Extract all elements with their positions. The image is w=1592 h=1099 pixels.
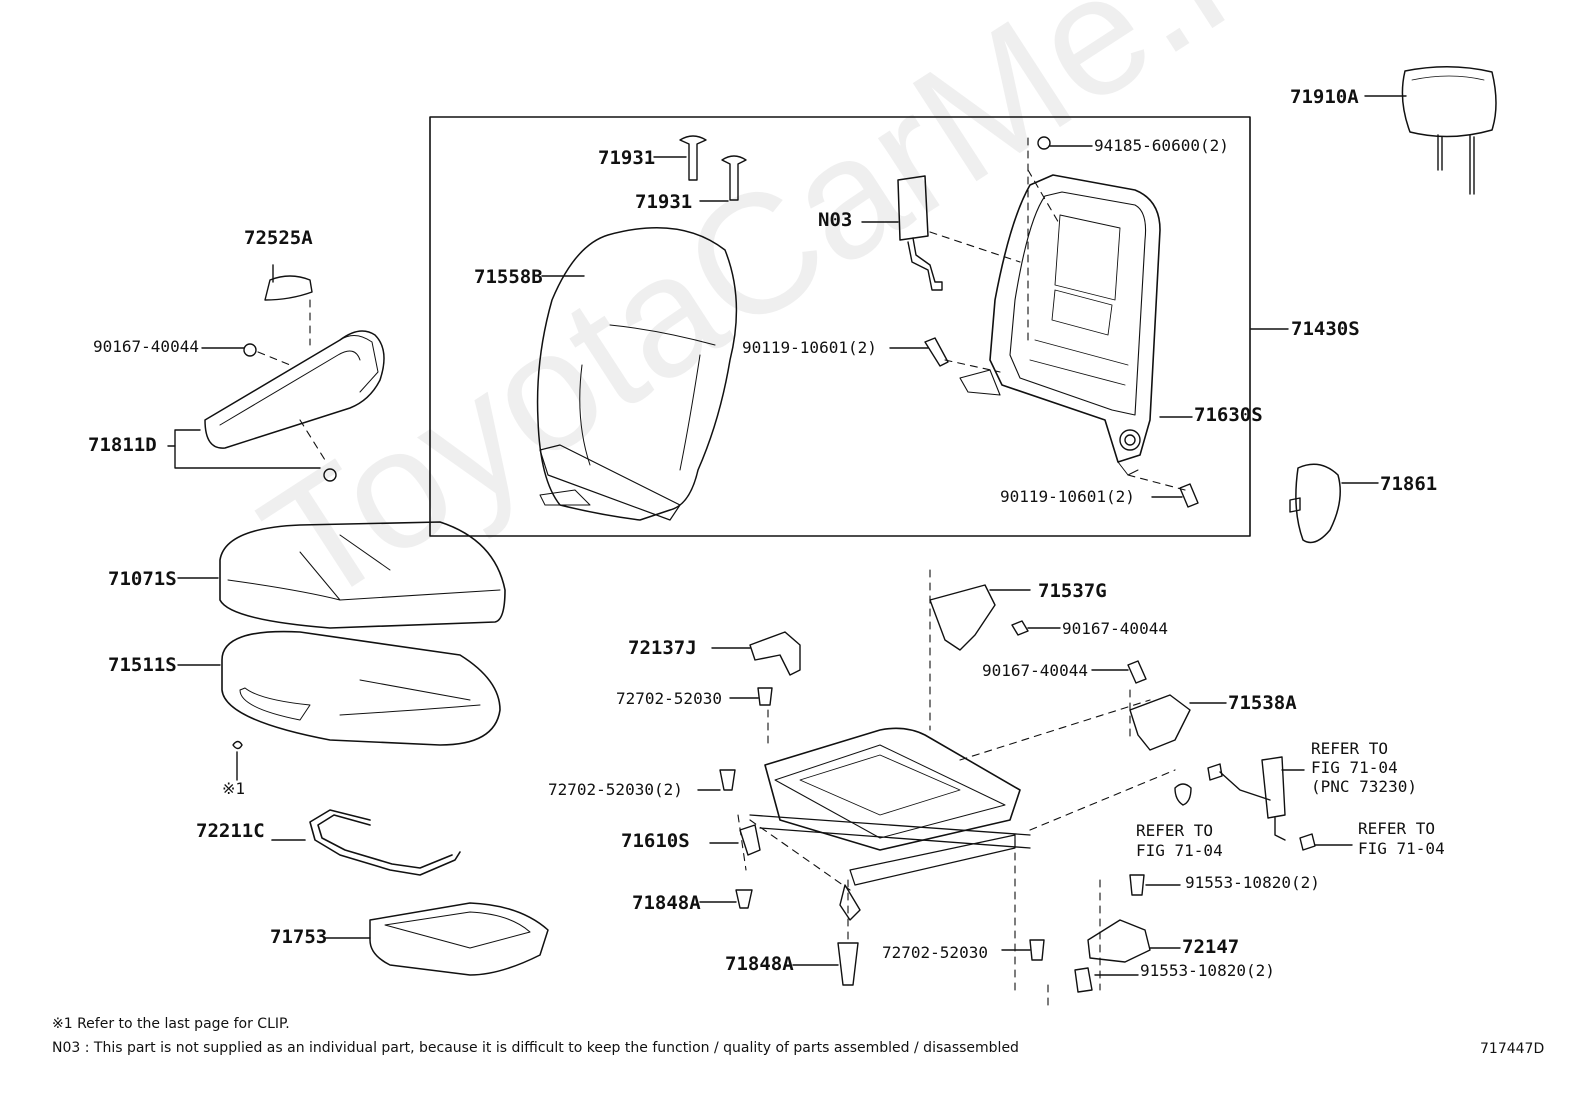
part-label-71931-upper: 71931 [598, 147, 656, 169]
refer-right-line1: REFER TO [1358, 819, 1436, 838]
seatback-frame-71630S-part [959, 174, 1193, 476]
cushion-pad-71511S-part [177, 630, 501, 781]
part-label-71931-lower: 71931 [635, 191, 693, 213]
cover-71861-part [1289, 463, 1379, 544]
clip-71931-parts [653, 135, 747, 202]
refer-belt-line3: (PNC 73230) [1311, 777, 1417, 796]
refer-belt-line1: REFER TO [1311, 739, 1389, 758]
refer-mid-line1: REFER TO [1136, 821, 1214, 840]
part-label-71811D: 71811D [88, 434, 157, 456]
part-label-91553-10820-upper: 91553-10820(2) [1185, 873, 1320, 892]
clip-reference-mark: ※1 [222, 779, 246, 798]
footnote-clip: ※1 Refer to the last page for CLIP. [52, 1016, 290, 1032]
bolts-72702-parts [697, 687, 1045, 961]
part-label-72137J: 72137J [628, 637, 697, 659]
part-label-71071S: 71071S [108, 568, 177, 590]
bracket-72137J-part [711, 631, 801, 676]
part-label-90167-40044-right: 90167-40044 [982, 661, 1088, 680]
part-label-N03: N03 [818, 209, 853, 231]
headrest-71910A-part [1364, 66, 1497, 195]
part-label-71910A: 71910A [1290, 86, 1359, 108]
refer-mid-line2: FIG 71-04 [1136, 841, 1223, 860]
part-label-90119-10601-upper: 90119-10601(2) [742, 338, 877, 357]
cover-71538A-part [1091, 660, 1227, 751]
part-label-72211C: 72211C [196, 820, 265, 842]
bracket-72147-part [1074, 874, 1181, 993]
wire-72211C-part [271, 809, 461, 876]
part-label-90119-10601-lower: 90119-10601(2) [1000, 487, 1135, 506]
part-label-71538A: 71538A [1228, 692, 1297, 714]
part-label-72702-52030-2: 72702-52030(2) [548, 780, 683, 799]
part-label-72147: 72147 [1182, 936, 1240, 958]
part-label-91553-10820-lower: 91553-10820(2) [1140, 961, 1275, 980]
seatback-group-frame [429, 116, 1251, 537]
dashed-leader-lines [257, 137, 1186, 1006]
seatback-cover-71558B-part [536, 227, 738, 521]
cushion-cover-71071S-part [177, 521, 506, 629]
footnote-n03: N03 : This part is not supplied as an in… [52, 1040, 1019, 1056]
part-label-72525A: 72525A [244, 227, 313, 249]
tray-71753-part [324, 902, 549, 976]
refer-belt-line2: FIG 71-04 [1311, 758, 1398, 777]
refer-right-line2: FIG 71-04 [1358, 839, 1445, 858]
side-airbag-N03-part [861, 175, 943, 291]
part-label-71430S: 71430S [1291, 318, 1360, 340]
pins-71848A-parts [699, 889, 859, 986]
part-label-90167-40044-left: 90167-40044 [93, 337, 199, 356]
part-label-71848A-upper: 71848A [632, 892, 701, 914]
part-label-72702-52030-lower: 72702-52030 [882, 943, 988, 962]
frame-bolts-parts [889, 136, 1289, 508]
part-label-71753: 71753 [270, 926, 328, 948]
diagram-id: 717447D [1480, 1041, 1545, 1057]
belt-buckle-part [1174, 756, 1353, 851]
part-label-90167-40044-mid: 90167-40044 [1062, 619, 1168, 638]
part-label-71630S: 71630S [1194, 404, 1263, 426]
part-label-71861: 71861 [1380, 473, 1438, 495]
seat-adjuster-71610S-part [709, 727, 1031, 921]
cover-71537G-part [929, 584, 1061, 651]
part-label-72702-52030-upper: 72702-52030 [616, 689, 722, 708]
part-label-71537G: 71537G [1038, 580, 1107, 602]
part-label-71848A-lower: 71848A [725, 953, 794, 975]
lever-cover-71811D-part [167, 264, 385, 482]
part-label-71558B: 71558B [474, 266, 543, 288]
part-label-71610S: 71610S [621, 830, 690, 852]
part-label-71511S: 71511S [108, 654, 177, 676]
part-label-94185-60600: 94185-60600(2) [1094, 136, 1229, 155]
